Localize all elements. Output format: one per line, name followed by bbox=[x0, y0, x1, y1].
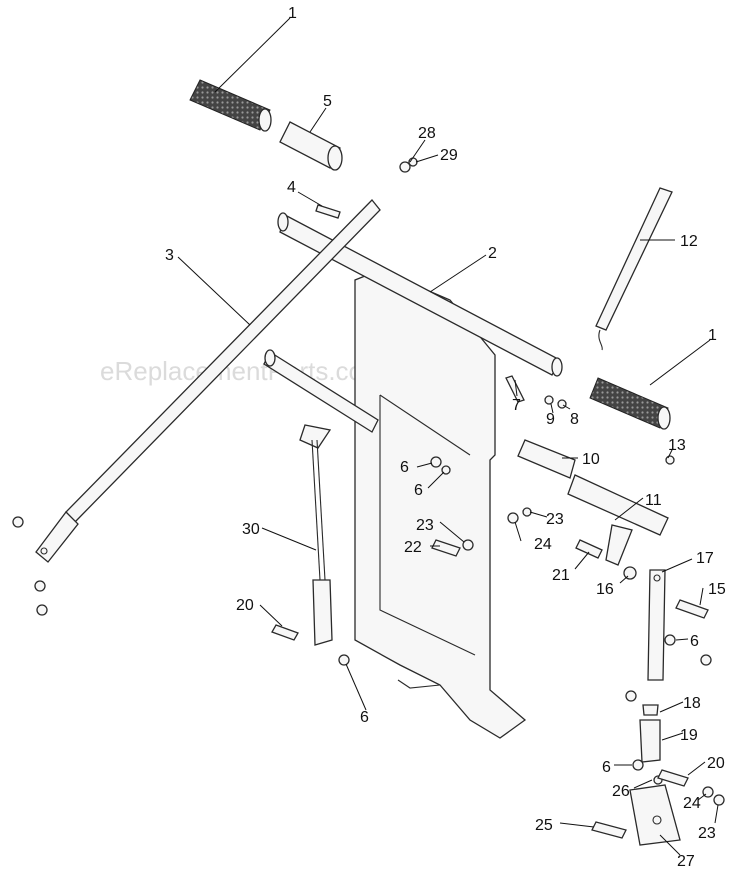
callout-1-right: 1 bbox=[708, 327, 717, 344]
callout-9: 9 bbox=[546, 411, 555, 428]
grip-sleeve bbox=[279, 121, 343, 171]
callout-26: 26 bbox=[612, 783, 630, 800]
watermark: eReplacementParts.com bbox=[100, 356, 385, 386]
callout-28: 28 bbox=[418, 125, 436, 142]
callout-6-c: 6 bbox=[690, 633, 699, 650]
tube-11 bbox=[567, 474, 669, 566]
callout-1-top: 1 bbox=[288, 5, 297, 22]
callout-6-d: 6 bbox=[360, 709, 369, 726]
callout-2: 2 bbox=[488, 245, 497, 262]
callout-21: 21 bbox=[552, 567, 570, 584]
leader-lines bbox=[177, 17, 719, 856]
hardware bbox=[12, 157, 725, 839]
callout-23-c: 23 bbox=[698, 825, 716, 842]
callout-23-b: 23 bbox=[546, 511, 564, 528]
callout-20-left: 20 bbox=[236, 597, 254, 614]
grip-top bbox=[189, 79, 272, 132]
pivot-bracket bbox=[629, 784, 681, 846]
short-lever bbox=[263, 349, 379, 449]
callout-11: 11 bbox=[645, 492, 662, 509]
callout-15: 15 bbox=[708, 581, 726, 598]
callout-27: 27 bbox=[677, 853, 695, 870]
grip-right bbox=[589, 377, 671, 430]
callout-5: 5 bbox=[323, 93, 332, 110]
cross-tube bbox=[277, 212, 563, 377]
callout-19: 19 bbox=[680, 727, 698, 744]
callout-7: 7 bbox=[512, 397, 521, 414]
callout-4: 4 bbox=[287, 179, 296, 196]
callout-24-b: 24 bbox=[683, 795, 701, 812]
callout-23-a: 23 bbox=[416, 517, 434, 534]
callout-8: 8 bbox=[570, 411, 579, 428]
callout-18: 18 bbox=[683, 695, 701, 712]
clevis bbox=[639, 719, 661, 763]
spring bbox=[595, 187, 673, 351]
long-lever bbox=[35, 199, 381, 563]
callout-12: 12 bbox=[680, 233, 698, 250]
callout-17: 17 bbox=[696, 550, 714, 567]
callout-30: 30 bbox=[242, 521, 260, 538]
callout-20-right: 20 bbox=[707, 755, 725, 772]
callout-6-a: 6 bbox=[400, 459, 409, 476]
callout-25: 25 bbox=[535, 817, 553, 834]
callout-13: 13 bbox=[668, 437, 686, 454]
frame-plate bbox=[354, 269, 527, 739]
tube-10 bbox=[517, 439, 576, 479]
callout-6-e: 6 bbox=[602, 759, 611, 776]
callouts: 1 5 28 29 4 2 3 12 1 7 9 8 13 6 6 10 11 … bbox=[165, 5, 726, 870]
callout-16: 16 bbox=[596, 581, 614, 598]
callout-10: 10 bbox=[582, 451, 600, 468]
callout-24-a: 24 bbox=[534, 536, 552, 553]
link-rod bbox=[311, 439, 333, 646]
callout-3: 3 bbox=[165, 247, 174, 264]
callout-22: 22 bbox=[404, 539, 422, 556]
callout-6-b: 6 bbox=[414, 482, 423, 499]
callout-29: 29 bbox=[440, 147, 458, 164]
bracket-arm bbox=[647, 569, 666, 681]
